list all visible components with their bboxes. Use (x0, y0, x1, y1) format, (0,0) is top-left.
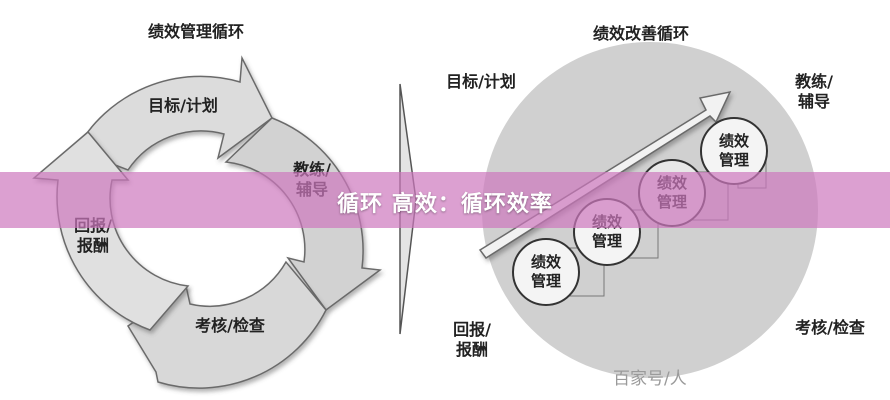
banner-title: 循环 高效：循环效率 (337, 192, 553, 217)
title-banner (0, 172, 890, 228)
cycle-arrow-top (74, 55, 273, 171)
right-cycle-title: 绩效改善循环 (592, 24, 689, 43)
left-step-plan: 目标/计划 (148, 96, 218, 115)
stage-label-4: 绩效管理 (718, 132, 749, 169)
left-step-review: 考核/检查 (195, 316, 265, 335)
right-corner-review: 考核/检查 (795, 318, 865, 337)
stage-label-1: 绩效管理 (530, 253, 561, 290)
right-corner-plan: 目标/计划 (446, 72, 516, 91)
watermark: 百家号/人 (613, 369, 687, 389)
right-corner-coach: 教练/辅导 (795, 72, 833, 111)
left-cycle-title: 绩效管理循环 (147, 22, 244, 41)
stage-circle-1 (512, 238, 580, 306)
right-corner-reward: 回报/报酬 (453, 320, 491, 359)
